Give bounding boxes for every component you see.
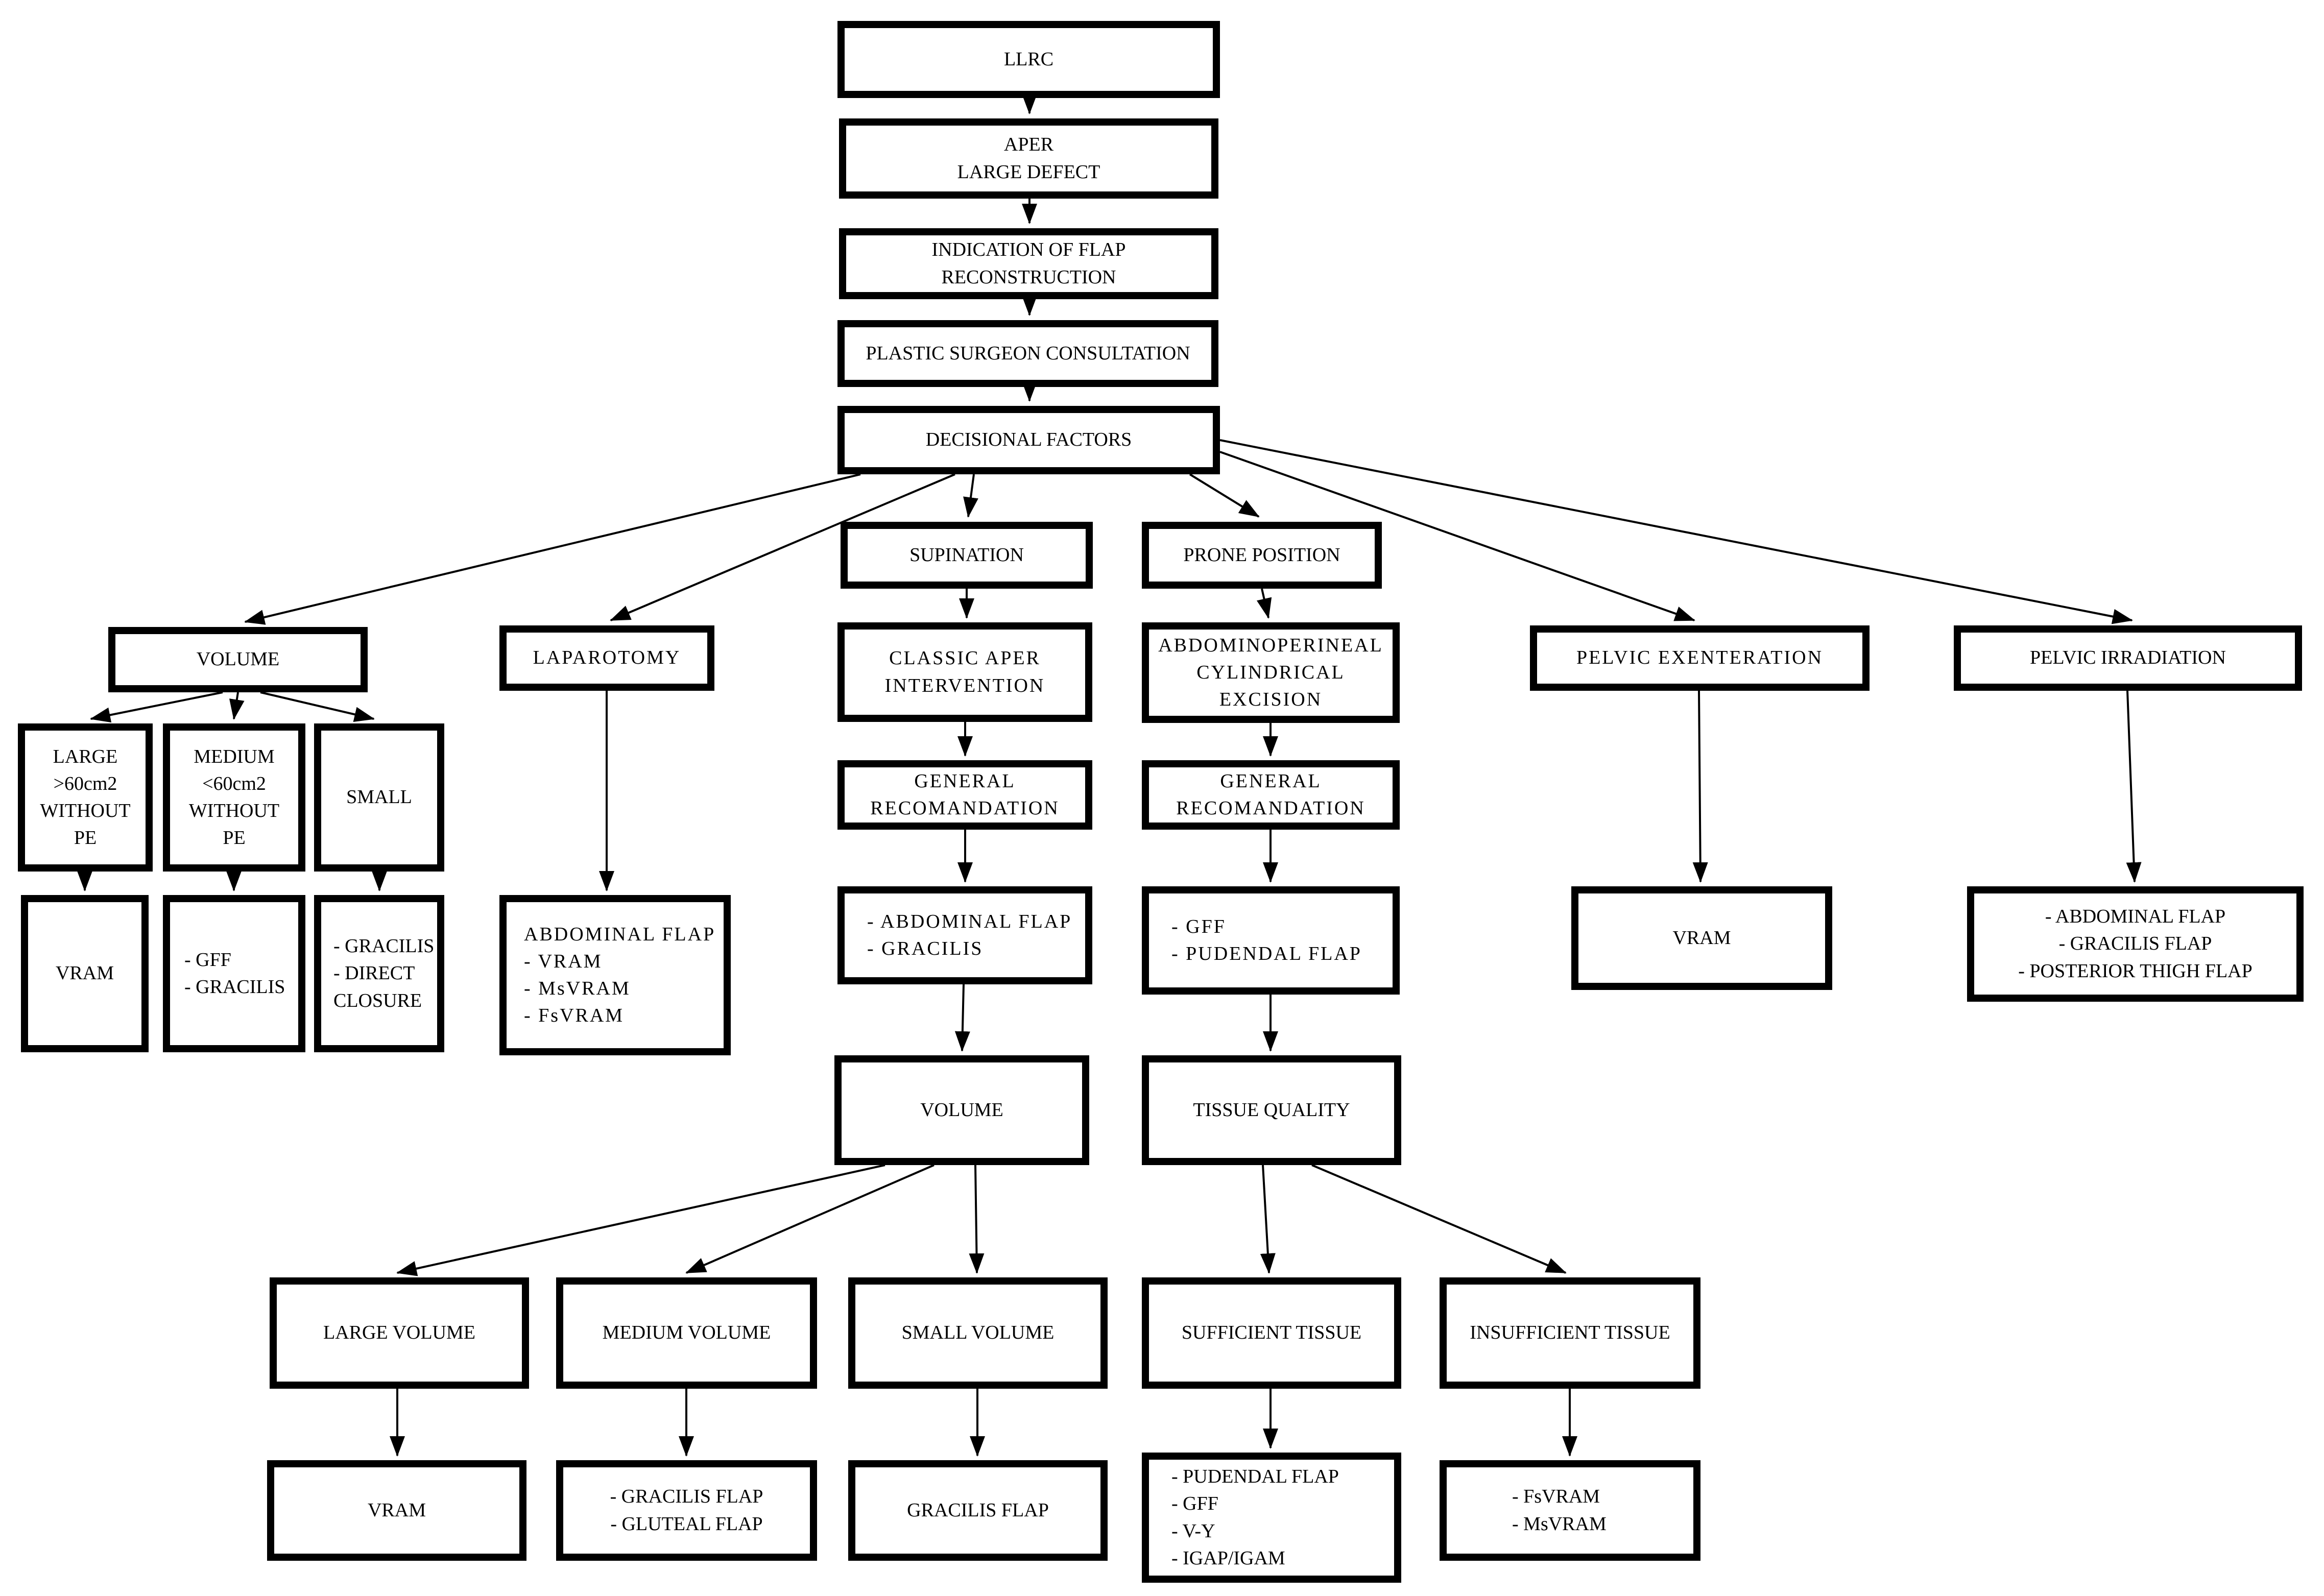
node-llrc: LLRC [837, 21, 1220, 98]
node-laparotomy: LAPAROTOMY [499, 625, 714, 691]
edge-volume-small-volume [969, 1165, 985, 1274]
node-insufficient-tissue-options: - FsVRAM - MsVRAM [1440, 1460, 1700, 1561]
node-vram-large: VRAM [21, 895, 149, 1052]
node-volume-mid: VOLUME [834, 1055, 1089, 1165]
node-medium-volume: MEDIUM VOLUME [556, 1277, 817, 1389]
node-prone-position: PRONE POSITION [1142, 522, 1382, 589]
node-decisional-factors: DECISIONAL FACTORS [837, 406, 1220, 474]
edge-pelvic-irradiation-options [2126, 690, 2142, 883]
node-vram-pelvic-exenteration: VRAM [1571, 886, 1832, 990]
node-gracilis-gluteal-flap: - GRACILIS FLAP - GLUTEAL FLAP [556, 1460, 817, 1561]
node-pelvic-irradiation-options: - ABDOMINAL FLAP - GRACILIS FLAP - POSTE… [1967, 886, 2304, 1002]
node-sufficient-tissue: SUFFICIENT TISSUE [1142, 1277, 1401, 1389]
node-gracilis-direct-closure: - GRACILIS - DIRECT CLOSURE [314, 895, 444, 1052]
node-vram-bottom: VRAM [267, 1460, 526, 1561]
node-supination: SUPINATION [841, 522, 1093, 589]
edge-pelvic-exenteration-vram [1692, 690, 1708, 883]
node-insufficient-tissue: INSUFFICIENT TISSUE [1440, 1277, 1700, 1389]
node-indication-flap-reconstruction: INDICATION OF FLAP RECONSTRUCTION [839, 228, 1218, 299]
node-gff-gracilis: - GFF - GRACILIS [163, 895, 305, 1052]
node-large-volume: LARGE VOLUME [270, 1277, 529, 1389]
node-sufficient-tissue-options: - PUDENDAL FLAP - GFF - V-Y - IGAP/IGAM [1142, 1453, 1401, 1583]
node-abdominal-flap-vram-list: ABDOMINAL FLAP - VRAM - MsVRAM - FsVRAM [499, 895, 731, 1055]
node-pelvic-exenteration: PELVIC EXENTERATION [1530, 625, 1870, 691]
node-plastic-surgeon-consultation: PLASTIC SURGEON CONSULTATION [837, 320, 1218, 387]
edge-tissue-insufficient [1311, 1164, 1567, 1274]
node-small: SMALL [314, 723, 444, 872]
edge-volume-medium [229, 692, 245, 720]
node-aper-large-defect: APER LARGE DEFECT [839, 118, 1218, 199]
node-large-60cm2-without-pe: LARGE >60cm2 WITHOUT PE [18, 723, 153, 872]
node-classic-aper-intervention: CLASSIC APER INTERVENTION [837, 622, 1092, 722]
edge-tissue-sufficient [1260, 1165, 1276, 1274]
node-tissue-quality: TISSUE QUALITY [1142, 1055, 1401, 1165]
node-medium-60cm2-without-pe: MEDIUM <60cm2 WITHOUT PE [163, 723, 305, 872]
node-pelvic-irradiation: PELVIC IRRADIATION [1954, 625, 2302, 691]
node-gff-pudendal-flap: - GFF - PUDENDAL FLAP [1142, 886, 1400, 995]
edge-volume-small [260, 691, 375, 722]
edge-abdominal-gracilis-volume [954, 984, 970, 1052]
node-abdominal-flap-gracilis: - ABDOMINAL FLAP - GRACILIS [837, 886, 1092, 984]
node-small-volume: SMALL VOLUME [848, 1277, 1108, 1389]
edge-volume-medium-volume [685, 1164, 935, 1274]
edge-volume-large [90, 691, 223, 723]
node-volume-left: VOLUME [108, 627, 368, 692]
node-general-recomandation-prone: GENERAL RECOMANDATION [1142, 760, 1400, 830]
edge-prone-abdo-cylindrical [1256, 588, 1272, 619]
edge-decisional-volume [244, 473, 861, 625]
edge-decisional-supination [963, 474, 978, 518]
node-gracilis-flap: GRACILIS FLAP [848, 1460, 1108, 1561]
node-abdominoperineal-cylindrical-excision: ABDOMINOPERINEAL CYLINDRICAL EXCISION [1142, 622, 1400, 723]
node-general-recomandation-supination: GENERAL RECOMANDATION [837, 760, 1092, 830]
edge-decisional-prone [1189, 473, 1260, 518]
edge-volume-large-volume [396, 1164, 885, 1276]
